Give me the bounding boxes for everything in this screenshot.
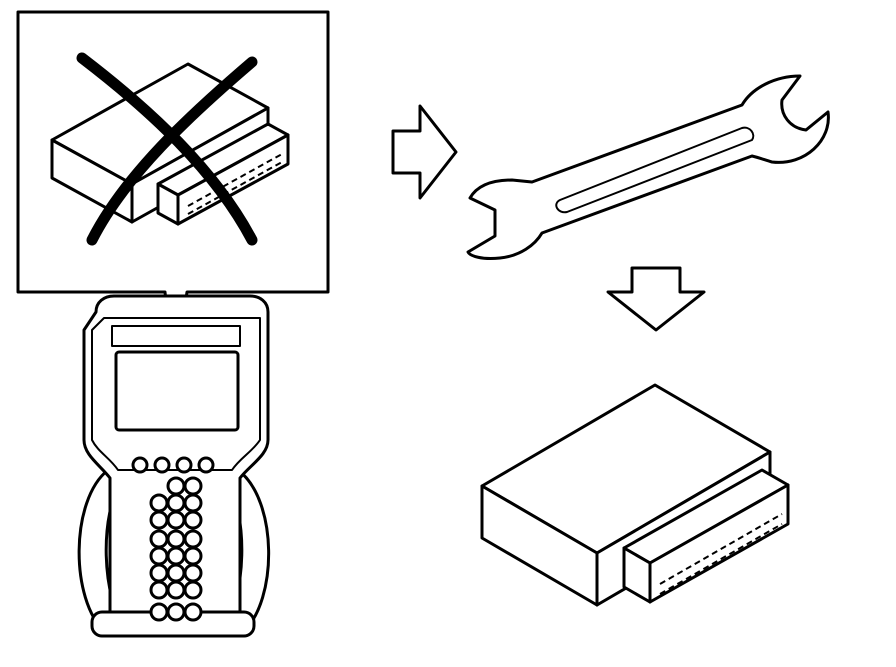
arrow-right-icon [391, 104, 458, 200]
open-end-wrench-icon [466, 74, 830, 260]
control-module-icon [480, 383, 790, 607]
handheld-scan-tool-icon [77, 294, 271, 638]
crossed-out-control-module-icon [50, 52, 290, 246]
arrow-down-icon [606, 266, 706, 332]
